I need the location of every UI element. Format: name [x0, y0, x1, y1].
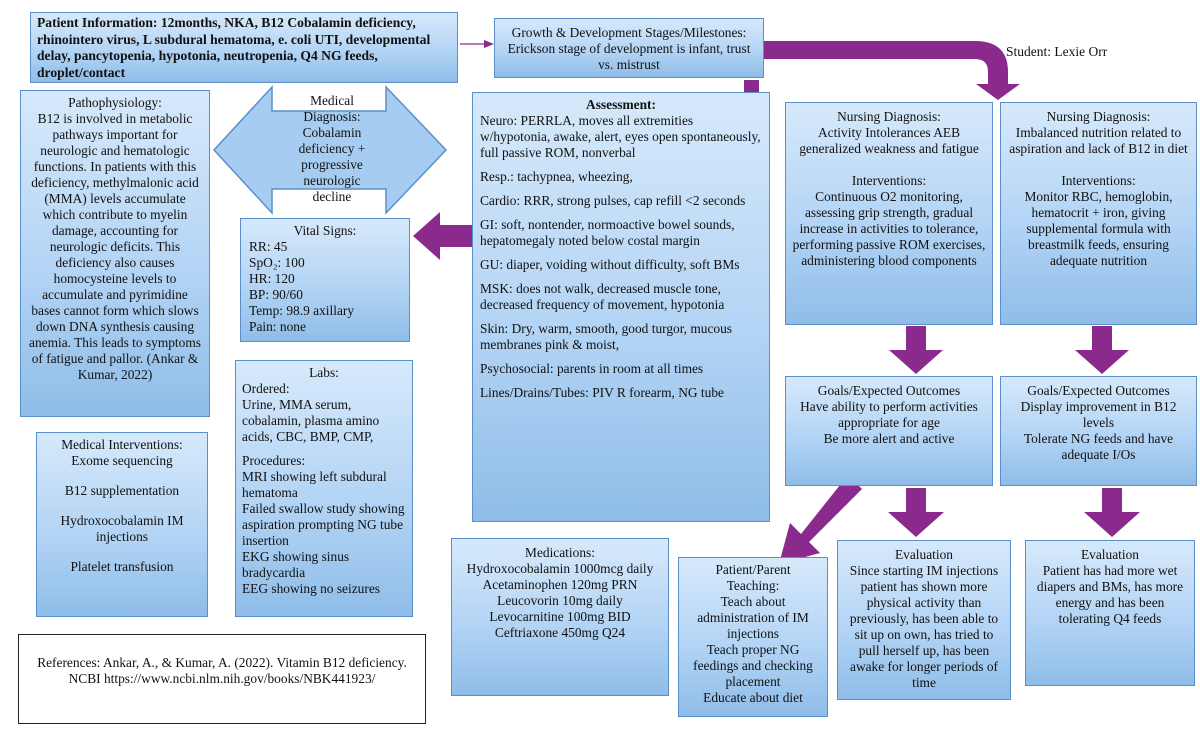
intervention-b12: B12 supplementation [64, 483, 180, 498]
eval1-text: Since starting IM injections patient has… [849, 563, 1002, 690]
growth-to-nursing-arrow [763, 41, 1020, 100]
pathophysiology-box: Pathophysiology: B12 is involved in meta… [20, 90, 210, 417]
nd1-to-goals1-arrow [889, 326, 943, 374]
medication-hydroxocobalamin: Hydroxocobalamin 1000mcg daily [466, 561, 654, 576]
assessment-box: Assessment: Neuro: PERRLA, moves all ext… [472, 92, 770, 522]
references-box: References: Ankar, A., & Kumar, A. (2022… [18, 634, 426, 724]
patient-info-box: Patient Information: 12months, NKA, B12 … [30, 12, 458, 83]
nd2-to-goals2-arrow [1075, 326, 1129, 374]
assessment-gu: GU: diaper, voiding without difficulty, … [480, 257, 740, 272]
pathophysiology-title: Pathophysiology: [68, 95, 162, 110]
assessment-neuro: Neuro: PERRLA, moves all extremities w/h… [480, 113, 764, 160]
student-name: Student: Lexie Orr [1006, 44, 1108, 59]
goals-2-box: Goals/Expected Outcomes Display improvem… [1000, 376, 1197, 486]
labs-procedure-eeg: EEG showing no seizures [242, 581, 380, 596]
goals-1-box: Goals/Expected Outcomes Have ability to … [785, 376, 993, 486]
labs-procedure-ekg: EKG showing sinus bradycardia [242, 549, 353, 580]
labs-procedure-swallow: Failed swallow study showing aspiration … [242, 501, 408, 548]
nd2-title: Nursing Diagnosis: [1046, 109, 1151, 124]
teaching-diet: Educate about diet [703, 690, 803, 705]
assessment-to-vitals-arrow [413, 212, 473, 260]
labs-procedures-label: Procedures: [242, 453, 306, 468]
vital-pain: Pain: none [249, 319, 306, 334]
medication-acetaminophen: Acetaminophen 120mg PRN [482, 577, 638, 592]
assessment-resp: Resp.: tachypnea, wheezing, [480, 169, 633, 184]
growth-development-box: Growth & Development Stages/Milestones: … [494, 18, 764, 78]
goals1-to-eval1-arrow [888, 488, 944, 537]
nd2-text: Imbalanced nutrition related to aspirati… [1009, 125, 1188, 156]
goals1-title: Goals/Expected Outcomes [817, 383, 961, 398]
intervention-hydroxocobalamin: Hydroxocobalamin IM injections [60, 513, 187, 544]
medical-diagnosis-double-arrow [212, 85, 448, 215]
eval2-text: Patient has had more wet diapers and BMs… [1036, 563, 1187, 626]
assessment-title: Assessment: [586, 97, 656, 112]
patient-to-growth-arrow [460, 40, 494, 48]
assessment-cardio: Cardio: RRR, strong pulses, cap refill <… [480, 193, 746, 208]
patient-info-text: Patient Information: 12months, NKA, B12 … [37, 15, 431, 80]
teaching-ng: Teach proper NG feedings and checking pl… [693, 642, 817, 689]
labs-ordered: Urine, MMA serum, cobalamin, plasma amin… [242, 397, 383, 444]
nd1-interventions-label: Interventions: [851, 173, 927, 188]
goals2-ng: Tolerate NG feeds and have adequate I/Os [1023, 431, 1177, 462]
pathophysiology-text: B12 is involved in metabolic pathways im… [29, 111, 205, 382]
labs-box: Labs: Ordered: Urine, MMA serum, cobalam… [235, 360, 413, 617]
assessment-skin: Skin: Dry, warm, smooth, good turgor, mu… [480, 321, 736, 352]
labs-title: Labs: [309, 365, 339, 380]
medications-box: Medications: Hydroxocobalamin 1000mcg da… [451, 538, 669, 696]
vital-hr: HR: 120 [249, 271, 295, 286]
nd1-text: Activity Intolerances AEB generalized we… [799, 125, 979, 156]
medical-interventions-title: Medical Interventions: [61, 437, 183, 452]
medications-title: Medications: [525, 545, 595, 560]
evaluation-1-box: Evaluation Since starting IM injections … [837, 540, 1011, 700]
assessment-msk: MSK: does not walk, decreased muscle ton… [480, 281, 725, 312]
teaching-title: Patient/Parent Teaching: [715, 562, 794, 593]
goals1-to-teaching-arrow [779, 475, 862, 564]
nursing-diagnosis-2-box: Nursing Diagnosis: Imbalanced nutrition … [1000, 102, 1197, 325]
intervention-exome: Exome sequencing [71, 453, 173, 468]
labs-procedure-mri: MRI showing left subdural hematoma [242, 469, 391, 500]
references-text: References: Ankar, A., & Kumar, A. (2022… [37, 655, 407, 686]
goals1-alert: Be more alert and active [823, 431, 955, 446]
nd1-interventions: Continuous O2 monitoring, assessing grip… [792, 189, 989, 268]
goals2-b12: Display improvement in B12 levels [1020, 399, 1180, 430]
evaluation-2-box: Evaluation Patient has had more wet diap… [1025, 540, 1195, 686]
assessment-lines: Lines/Drains/Tubes: PIV R forearm, NG tu… [480, 385, 724, 400]
growth-title: Growth & Development Stages/Milestones: [511, 25, 747, 40]
nd2-interventions: Monitor RBC, hemoglobin, hematocrit + ir… [1024, 189, 1176, 268]
nd1-title: Nursing Diagnosis: [837, 109, 941, 124]
eval1-title: Evaluation [894, 547, 953, 562]
assessment-gi: GI: soft, nontender, normoactive bowel s… [480, 217, 738, 248]
medical-diagnosis-text: Medical Diagnosis: Cobalamin deficiency … [298, 93, 366, 204]
vital-rr: RR: 45 [249, 239, 288, 254]
goals2-to-eval2-arrow [1084, 488, 1140, 537]
medication-leucovorin: Leucovorin 10mg daily [497, 593, 623, 608]
teaching-box: Patient/Parent Teaching: Teach about adm… [678, 557, 828, 717]
medication-levocarnitine: Levocarnitine 100mg BID [489, 609, 631, 624]
vital-spo2: SpO₂: 100 [249, 255, 305, 270]
vital-temp: Temp: 98.9 axillary [249, 303, 355, 318]
medication-ceftriaxone: Ceftriaxone 450mg Q24 [494, 625, 626, 640]
medical-interventions-box: Medical Interventions: Exome sequencing … [36, 432, 208, 617]
eval2-title: Evaluation [1080, 547, 1139, 562]
vital-bp: BP: 90/60 [249, 287, 303, 302]
assessment-psychosocial: Psychosocial: parents in room at all tim… [480, 361, 704, 376]
nursing-diagnosis-1-box: Nursing Diagnosis: Activity Intolerances… [785, 102, 993, 325]
teaching-im: Teach about administration of IM injecti… [697, 594, 813, 641]
goals2-title: Goals/Expected Outcomes [1027, 383, 1170, 398]
vital-signs-title: Vital Signs: [293, 223, 357, 238]
goals1-activities: Have ability to perform activities appro… [800, 399, 982, 430]
nd2-interventions-label: Interventions: [1061, 173, 1136, 188]
vital-signs-box: Vital Signs: RR: 45 SpO₂: 100 HR: 120 BP… [240, 218, 410, 342]
labs-ordered-label: Ordered: [242, 381, 290, 396]
intervention-platelet: Platelet transfusion [70, 559, 174, 574]
growth-text: Erickson stage of development is infant,… [507, 41, 754, 72]
